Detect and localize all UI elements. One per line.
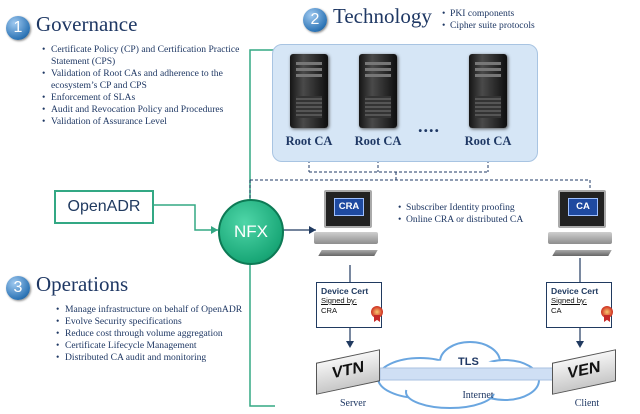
root-ca-server-icon (469, 54, 507, 128)
technology-list: PKI components Cipher suite protocols (442, 8, 535, 32)
governance-list: Certificate Policy (CP) and Certificatio… (40, 44, 240, 128)
cert-title: Device Cert (321, 286, 369, 296)
root-ca-label: Root CA (285, 134, 333, 148)
cra-list: Subscriber Identity proofing Online CRA … (398, 202, 523, 226)
device-cert-server: Device Cert Signed by: CRA (316, 282, 382, 328)
client-computer-base (548, 232, 612, 244)
cra-item: Online CRA or distributed CA (398, 214, 523, 226)
governance-item: Validation of Assurance Level (40, 116, 240, 128)
operations-list: Manage infrastructure on behalf of OpenA… (54, 304, 250, 364)
cert-title: Device Cert (551, 286, 599, 296)
operations-item: Manage infrastructure on behalf of OpenA… (54, 304, 250, 316)
more-root-cas-ellipsis: .... (418, 116, 440, 136)
technology-item: PKI components (442, 8, 535, 20)
operations-item: Reduce cost through volume aggregation (54, 328, 250, 340)
cra-keyboard (318, 250, 378, 256)
governance-item: Certificate Policy (CP) and Certificatio… (40, 44, 240, 68)
governance-heading: Governance (36, 12, 138, 36)
cert-signed-by: Signed by: (551, 296, 587, 305)
governance-item: Enforcement of SLAs (40, 92, 240, 104)
operations-number-badge: 3 (6, 276, 30, 300)
root-ca-label: Root CA (464, 134, 512, 148)
cert-issuer: CRA (321, 306, 338, 315)
cra-item: Subscriber Identity proofing (398, 202, 523, 214)
client-ca-screen-label: CA (568, 198, 598, 216)
internet-caption: Internet (462, 390, 494, 401)
governance-number-badge: 1 (6, 16, 30, 40)
operations-item: Evolve Security specifications (54, 316, 250, 328)
cra-monitor-icon: CRA (324, 190, 372, 228)
root-ca-label: Root CA (354, 134, 402, 148)
technology-number-badge: 2 (303, 8, 327, 32)
openadr-box: OpenADR (54, 190, 154, 224)
governance-item: Audit and Revocation Policy and Procedur… (40, 104, 240, 116)
root-ca-server-icon (359, 54, 397, 128)
cra-computer-base (314, 232, 378, 244)
root-ca-server-icon (290, 54, 328, 128)
operations-item: Distributed CA audit and monitoring (54, 352, 250, 364)
cert-issuer: CA (551, 306, 562, 315)
cert-signed-by: Signed by: (321, 296, 357, 305)
technology-item: Cipher suite protocols (442, 20, 535, 32)
tls-label: TLS (458, 356, 479, 368)
cra-screen-label: CRA (334, 198, 364, 216)
client-caption: Client (574, 398, 600, 409)
client-keyboard (552, 250, 612, 256)
server-caption: Server (339, 398, 367, 409)
cert-seal-icon (371, 306, 383, 318)
governance-item: Validation of Root CAs and adherence to … (40, 68, 240, 92)
cert-seal-icon (601, 306, 613, 318)
technology-heading: Technology (333, 4, 432, 28)
nfx-node: NFX (218, 199, 284, 265)
operations-heading: Operations (36, 272, 129, 296)
client-ca-monitor-icon: CA (558, 190, 606, 228)
device-cert-client: Device Cert Signed by: CA (546, 282, 612, 328)
operations-item: Certificate Lifecycle Management (54, 340, 250, 352)
